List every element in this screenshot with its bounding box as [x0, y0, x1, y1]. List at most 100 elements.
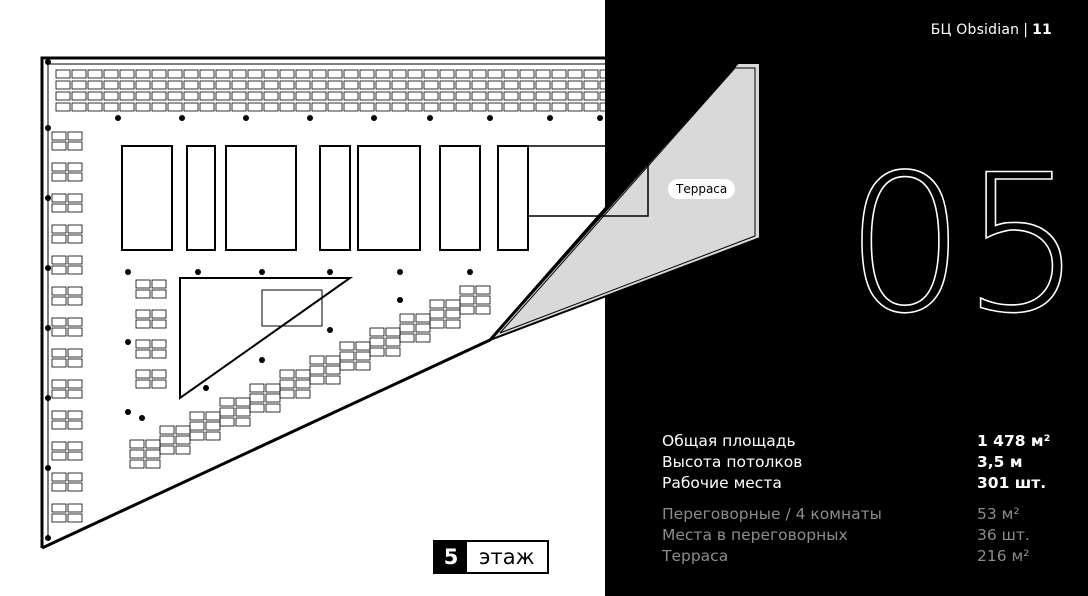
workstation [369, 347, 385, 357]
workstation [247, 69, 263, 79]
workstation [423, 91, 439, 101]
workstation [103, 80, 119, 90]
workstation [519, 102, 535, 112]
workstation [325, 365, 341, 375]
workstation [51, 193, 67, 203]
workstation [475, 305, 491, 315]
workstation [67, 203, 83, 213]
workstation [51, 203, 67, 213]
workstation [145, 459, 161, 469]
workstation [535, 80, 551, 90]
workstation [471, 69, 487, 79]
workstation [67, 255, 83, 265]
workstation [423, 80, 439, 90]
workstation [183, 80, 199, 90]
workstation [265, 383, 281, 393]
workstation [51, 389, 67, 399]
column [371, 115, 377, 121]
workstation [295, 379, 311, 389]
workstation [359, 91, 375, 101]
core-block [497, 145, 529, 251]
workstation [567, 80, 583, 90]
workstation [67, 441, 83, 451]
workstation [151, 279, 167, 289]
core-block [357, 145, 421, 251]
column [179, 115, 185, 121]
workstation [503, 69, 519, 79]
workstation [311, 91, 327, 101]
column [45, 195, 51, 201]
workstation [159, 425, 175, 435]
workstation [399, 313, 415, 323]
workstation [295, 80, 311, 90]
workstation [375, 91, 391, 101]
workstation [175, 445, 191, 455]
workstation [423, 102, 439, 112]
workstation [183, 102, 199, 112]
workstation [599, 102, 615, 112]
workstation [151, 339, 167, 349]
workstation [51, 410, 67, 420]
workstation [279, 91, 295, 101]
workstation [51, 441, 67, 451]
workstation [295, 389, 311, 399]
workstation [119, 80, 135, 90]
column [125, 269, 131, 275]
workstation [67, 348, 83, 358]
workstation [429, 319, 445, 329]
workstation [249, 403, 265, 413]
workstation [51, 348, 67, 358]
workstation [135, 289, 151, 299]
workstation [359, 69, 375, 79]
workstation [189, 431, 205, 441]
workstation [631, 69, 647, 79]
workstation [295, 69, 311, 79]
column [427, 115, 433, 121]
workstation [67, 162, 83, 172]
workstation [407, 80, 423, 90]
workstation [369, 337, 385, 347]
stat-row-meeting-seats: Места в переговорных 36 шт. [662, 526, 1062, 547]
workstation [263, 80, 279, 90]
workstation [263, 102, 279, 112]
stat-label: Высота потолков [662, 453, 803, 471]
workstation [399, 323, 415, 333]
workstation [519, 69, 535, 79]
workstation [135, 80, 151, 90]
workstation [455, 91, 471, 101]
workstation [51, 255, 67, 265]
atrium [179, 277, 354, 400]
workstation [71, 69, 87, 79]
workstation [265, 403, 281, 413]
workstation [415, 333, 431, 343]
workstation [151, 91, 167, 101]
workstation [327, 102, 343, 112]
floor-number-large: 05 [844, 134, 1083, 355]
workstation [359, 80, 375, 90]
workstation [503, 80, 519, 90]
workstation [385, 347, 401, 357]
workstation [199, 69, 215, 79]
brand-header: БЦ Obsidian|11 [931, 22, 1052, 38]
workstation [87, 80, 103, 90]
workstation [295, 369, 311, 379]
workstation [279, 369, 295, 379]
column [195, 269, 201, 275]
workstation [145, 439, 161, 449]
workstation [235, 417, 251, 427]
workstation [551, 69, 567, 79]
workstation [375, 69, 391, 79]
workstation [343, 91, 359, 101]
stat-value: 1 478 м² [977, 432, 1051, 450]
workstation [219, 397, 235, 407]
workstation [103, 69, 119, 79]
column [487, 115, 493, 121]
workstation [309, 365, 325, 375]
column [597, 115, 603, 121]
workstation [67, 379, 83, 389]
column [45, 59, 51, 65]
workstation [67, 358, 83, 368]
workstation [535, 69, 551, 79]
column [45, 465, 51, 471]
workstation [235, 397, 251, 407]
